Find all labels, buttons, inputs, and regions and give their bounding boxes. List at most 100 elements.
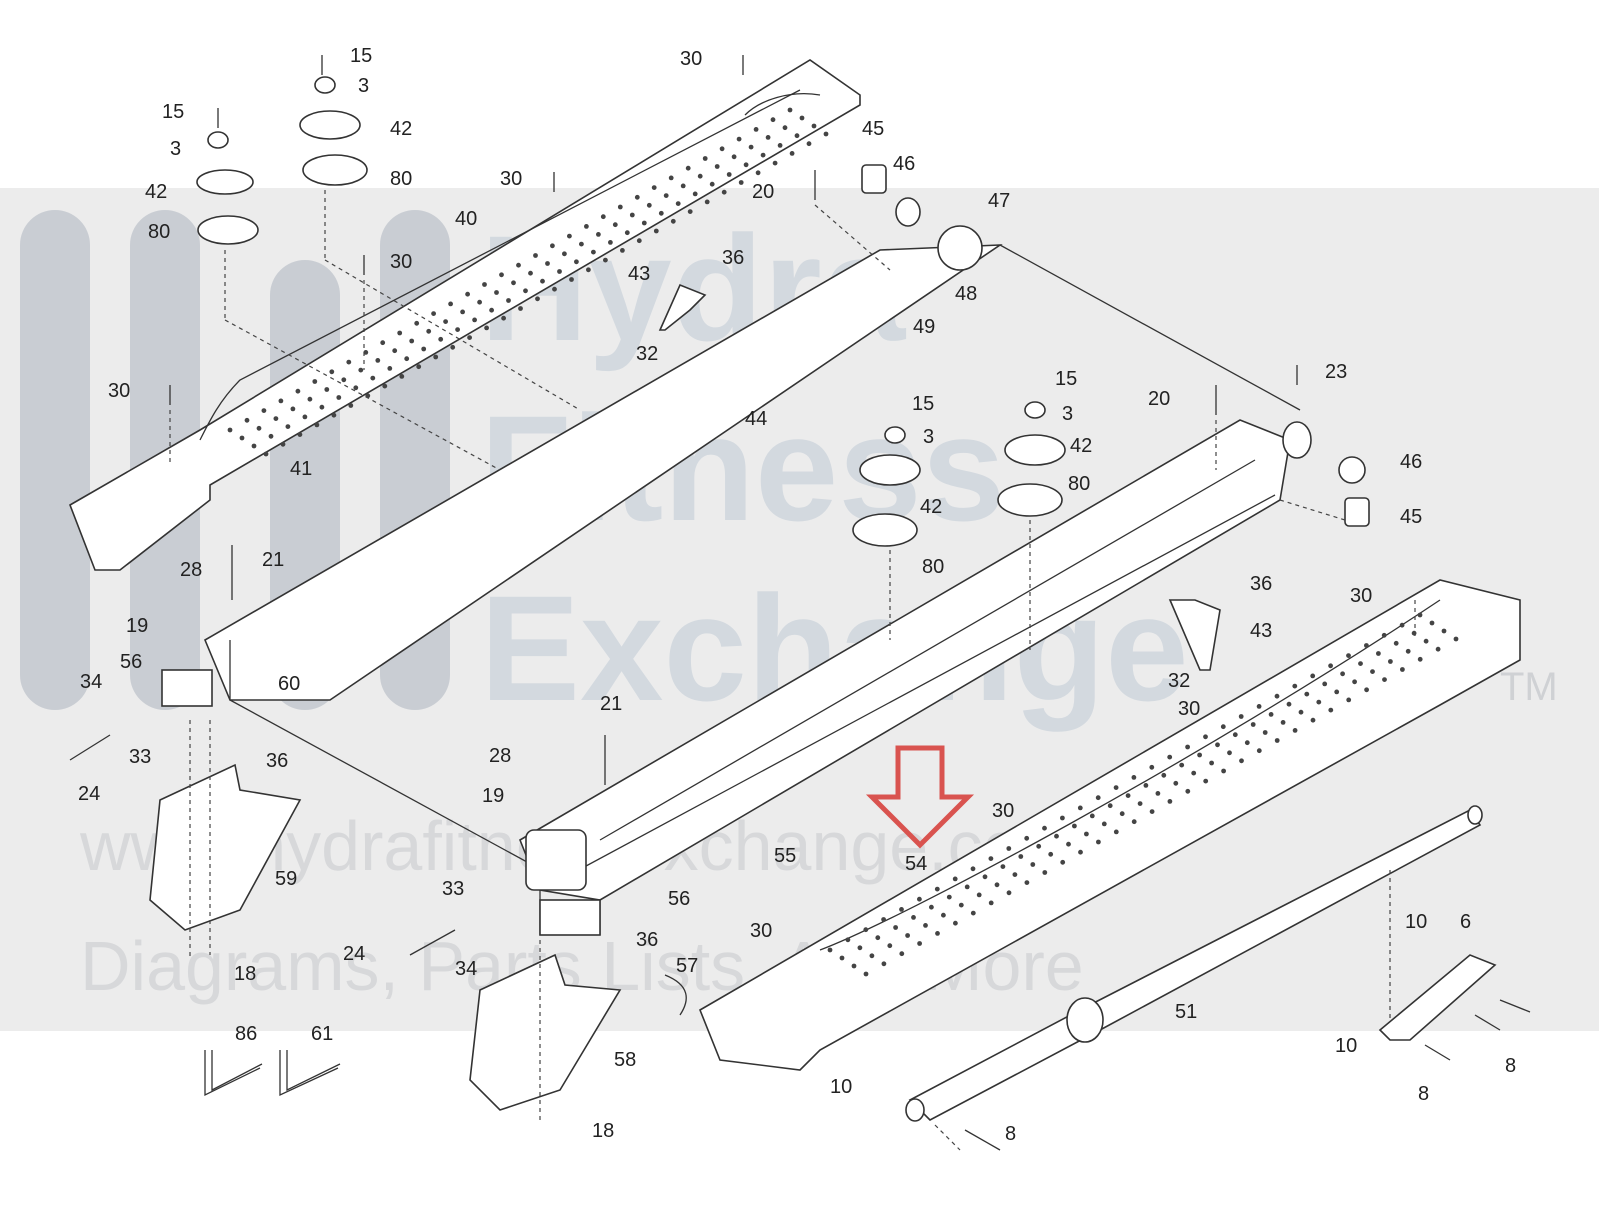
perforation-dot [929, 904, 934, 910]
perforation-dot [827, 947, 833, 953]
perforation-dot [1012, 872, 1018, 877]
callout-c30e: 30 [1350, 585, 1372, 607]
perforation-dot [714, 164, 720, 169]
brackets [658, 283, 1221, 671]
perforation-dot [370, 375, 376, 381]
perforation-dot [881, 917, 886, 922]
perforation-dot [794, 133, 800, 139]
callout-c36c: 36 [266, 750, 288, 772]
perforation-dot [467, 335, 472, 340]
perforation-dot [540, 278, 545, 284]
perforation-dot [1101, 821, 1107, 827]
callout-c20a: 20 [752, 181, 774, 203]
perforation-dot [1048, 851, 1054, 857]
perforation-dot [982, 874, 988, 880]
callout-c32b: 32 [1168, 670, 1190, 692]
callout-c80c: 80 [922, 556, 944, 578]
perforation-dot [1232, 732, 1238, 738]
perforation-dot [765, 135, 771, 140]
callout-c21b: 21 [600, 693, 622, 715]
perforation-dot [273, 416, 279, 421]
perforation-dot [465, 291, 470, 297]
callout-c30b: 30 [500, 168, 522, 190]
perforation-dot [887, 943, 893, 949]
perforation-dot [881, 961, 887, 967]
perforation-dot [748, 144, 754, 150]
perforation-dot [629, 212, 635, 218]
perforation-dot [489, 307, 494, 313]
callout-c18b: 18 [592, 1120, 614, 1142]
perforation-dot [1179, 762, 1185, 768]
perforation-dot [251, 443, 257, 449]
callout-c19b: 19 [482, 785, 504, 807]
perforation-dot [1096, 839, 1101, 845]
perforation-dot [617, 204, 623, 210]
callout-c23: 23 [1325, 361, 1347, 383]
watermark-trademark: TM [1500, 665, 1558, 709]
perforation-dot [777, 143, 783, 148]
perforation-dot [397, 330, 403, 336]
perforation-dot [1382, 677, 1387, 682]
perforation-dot [382, 383, 388, 389]
perforation-dot [1077, 805, 1083, 811]
perforation-dot [869, 953, 875, 959]
perforation-dot [1411, 630, 1417, 636]
perforation-dot [1060, 815, 1065, 821]
left-rail-cover [69, 59, 861, 571]
perforation-dot [1036, 843, 1042, 849]
callout-c42b: 42 [390, 118, 412, 140]
highlight-arrow [865, 745, 975, 849]
perforation-dot [409, 338, 415, 344]
perforation-dot [668, 175, 674, 181]
perforation-dot [935, 931, 940, 936]
perforation-dot [1316, 699, 1322, 705]
perforation-dot [1078, 849, 1083, 855]
perforation-dot [1358, 661, 1363, 666]
perforation-dot [460, 309, 465, 315]
perforation-dot [1000, 864, 1006, 869]
perforation-dot [911, 915, 916, 920]
callout-c32a: 32 [636, 343, 658, 365]
perforation-dot [545, 261, 550, 266]
perforation-dot [1298, 709, 1304, 715]
perforation-dot [285, 424, 291, 429]
perforation-dot [1405, 648, 1411, 654]
perforation-dot [516, 262, 521, 268]
perforation-dot [1417, 612, 1423, 618]
perforation-dot [905, 933, 910, 938]
perforation-dot [1161, 772, 1167, 778]
perforation-dot [1089, 813, 1095, 819]
perforation-dot [702, 156, 708, 161]
perforation-dot [399, 374, 405, 379]
perforation-dot [1256, 748, 1262, 754]
perforation-dot [307, 396, 313, 402]
perforation-dot [511, 280, 516, 286]
callout-c8c: 8 [1505, 1055, 1516, 1077]
callout-c20b: 20 [1148, 388, 1170, 410]
perforation-dot [1262, 730, 1268, 735]
callout-c46b: 46 [1400, 451, 1422, 473]
perforation-dot [404, 356, 410, 362]
perforation-dot [1155, 791, 1161, 796]
callout-c47: 47 [988, 190, 1010, 212]
perforation-dot [1191, 770, 1197, 776]
perforation-dot [482, 282, 487, 287]
callout-c30d: 30 [108, 380, 130, 402]
perforation-dot [387, 366, 393, 371]
allen-wrenches [204, 1050, 341, 1097]
perforation-dot [484, 325, 489, 331]
perforation-dot [1346, 653, 1351, 658]
perforation-dot [455, 327, 460, 332]
perforation-dot [596, 232, 601, 237]
callout-c28b: 28 [489, 745, 511, 767]
perforation-dot [709, 181, 715, 187]
perforation-dot [1292, 728, 1298, 733]
perforation-dot [839, 955, 845, 961]
perforation-dot [753, 126, 759, 132]
perforation-dot [934, 886, 940, 892]
perforation-dot [646, 202, 652, 208]
perforation-dot [421, 346, 427, 352]
perforation-dot [1024, 835, 1030, 841]
perforation-dot [261, 408, 267, 413]
callout-c41: 41 [290, 458, 312, 480]
